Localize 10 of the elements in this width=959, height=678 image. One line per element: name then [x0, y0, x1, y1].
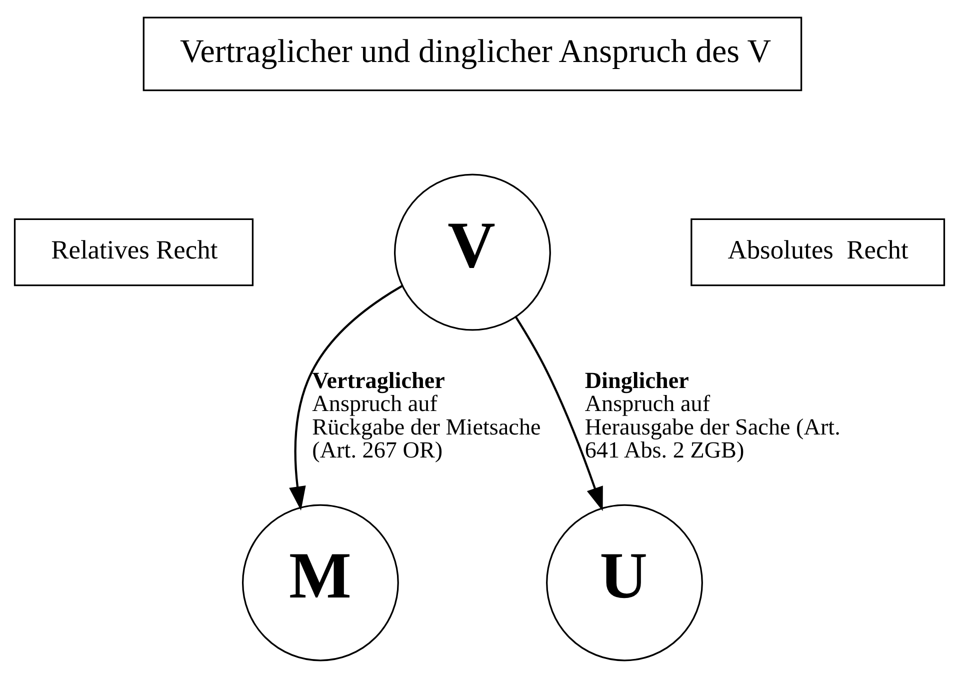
- arrow: [514, 316, 603, 512]
- arrow: [289, 284, 403, 511]
- node-box: Vertraglicher und dinglicher Anspruch des V: [142, 16, 802, 92]
- node-box: Absolutes Recht: [690, 218, 946, 286]
- edge-label: Dinglicher Anspruch auf Herausgabe der Sache (Art. 641 Abs. 2 ZGB): [584, 368, 840, 464]
- node-circle: M: [242, 504, 399, 662]
- node-circle: V: [394, 174, 551, 331]
- node-box: Relatives Recht: [14, 218, 254, 286]
- node-circle: U: [546, 504, 703, 662]
- edge-label: Vertraglicher Anspruch auf Rückgabe der Mietsache (Art. 267 OR): [312, 368, 541, 464]
